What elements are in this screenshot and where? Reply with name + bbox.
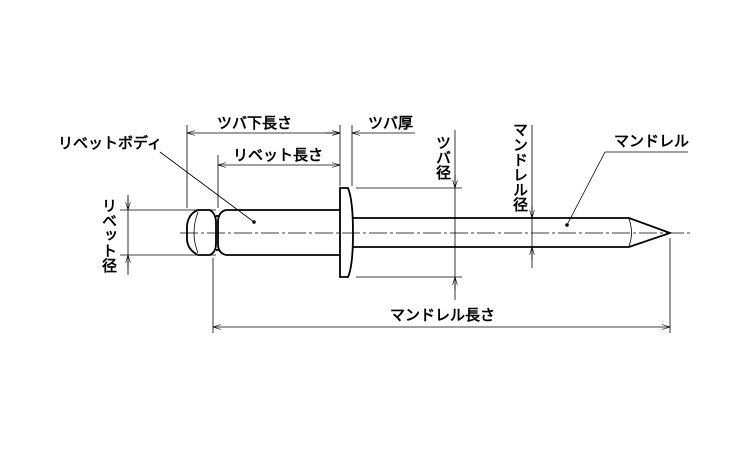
label-flange-thickness: ツバ厚 <box>368 114 413 132</box>
label-rivet-length: リベット長さ <box>233 146 323 164</box>
label-mandrel: マンドレル <box>614 132 689 150</box>
label-mandrel-diameter: マンドレル径 <box>511 122 529 213</box>
leader-mandrel <box>565 151 688 227</box>
label-rivet-diameter: リベット径 <box>100 198 118 274</box>
label-under-flange-length: ツバ下長さ <box>217 114 292 132</box>
leader-rivet-body <box>159 151 256 224</box>
label-rivet-body: リベットボディ <box>58 134 162 152</box>
mandrel-shape <box>353 217 673 248</box>
rivet-body-shape <box>186 209 340 256</box>
flange-shape <box>339 187 354 278</box>
label-mandrel-length: マンドレル長さ <box>390 306 495 324</box>
extension-lines <box>120 125 671 333</box>
label-flange-diameter: ツバ径 <box>434 135 452 181</box>
